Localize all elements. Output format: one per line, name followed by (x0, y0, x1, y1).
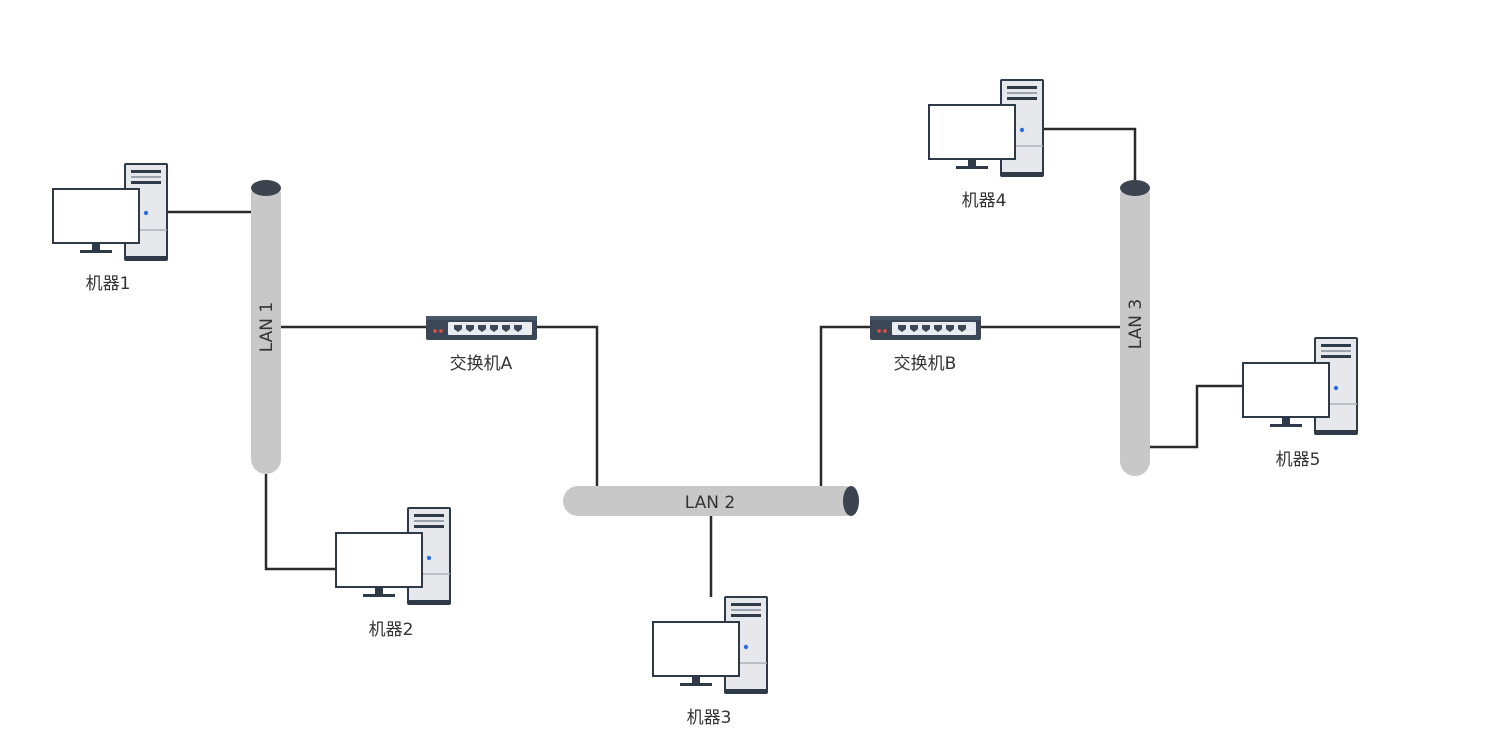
machine-3: 机器3 (652, 596, 768, 728)
machine-2: 机器2 (335, 507, 451, 640)
machine-label: 机器5 (1276, 450, 1321, 470)
lan-label: LAN 2 (685, 493, 735, 513)
machine-label: 机器2 (369, 620, 414, 640)
switch-a: 交换机A (426, 316, 537, 374)
link-switchA-lan2 (536, 325, 599, 488)
connections (166, 127, 1244, 597)
link-m4-lan3 (1042, 127, 1137, 184)
machine-label: 机器4 (962, 191, 1007, 211)
machine-label: 机器1 (86, 274, 131, 294)
switch-b: 交换机B (870, 316, 981, 374)
link-lan2-switchB (819, 325, 872, 488)
machine-4: 机器4 (928, 79, 1044, 211)
lan-bus-3: LAN 3 (1120, 180, 1150, 476)
link-lan1-m2 (264, 474, 336, 571)
switch-label: 交换机A (450, 354, 513, 374)
machine-label: 机器3 (687, 708, 732, 728)
computer-icon (928, 79, 1044, 177)
switch-icon (426, 316, 537, 340)
lan-bus-2: LAN 2 (563, 486, 859, 516)
computer-icon (652, 596, 768, 694)
machine-1: 机器1 (52, 163, 168, 294)
lan-label: LAN 3 (1126, 299, 1146, 349)
switch-label: 交换机B (894, 354, 957, 374)
machine-5: 机器5 (1242, 337, 1358, 470)
computer-icon (335, 507, 451, 605)
link-lan3-m5 (1150, 384, 1244, 449)
computer-icon (1242, 337, 1358, 435)
lan-bus-1: LAN 1 (251, 180, 281, 474)
switch-icon (870, 316, 981, 340)
computer-icon (52, 163, 168, 261)
lan-label: LAN 1 (257, 302, 277, 352)
